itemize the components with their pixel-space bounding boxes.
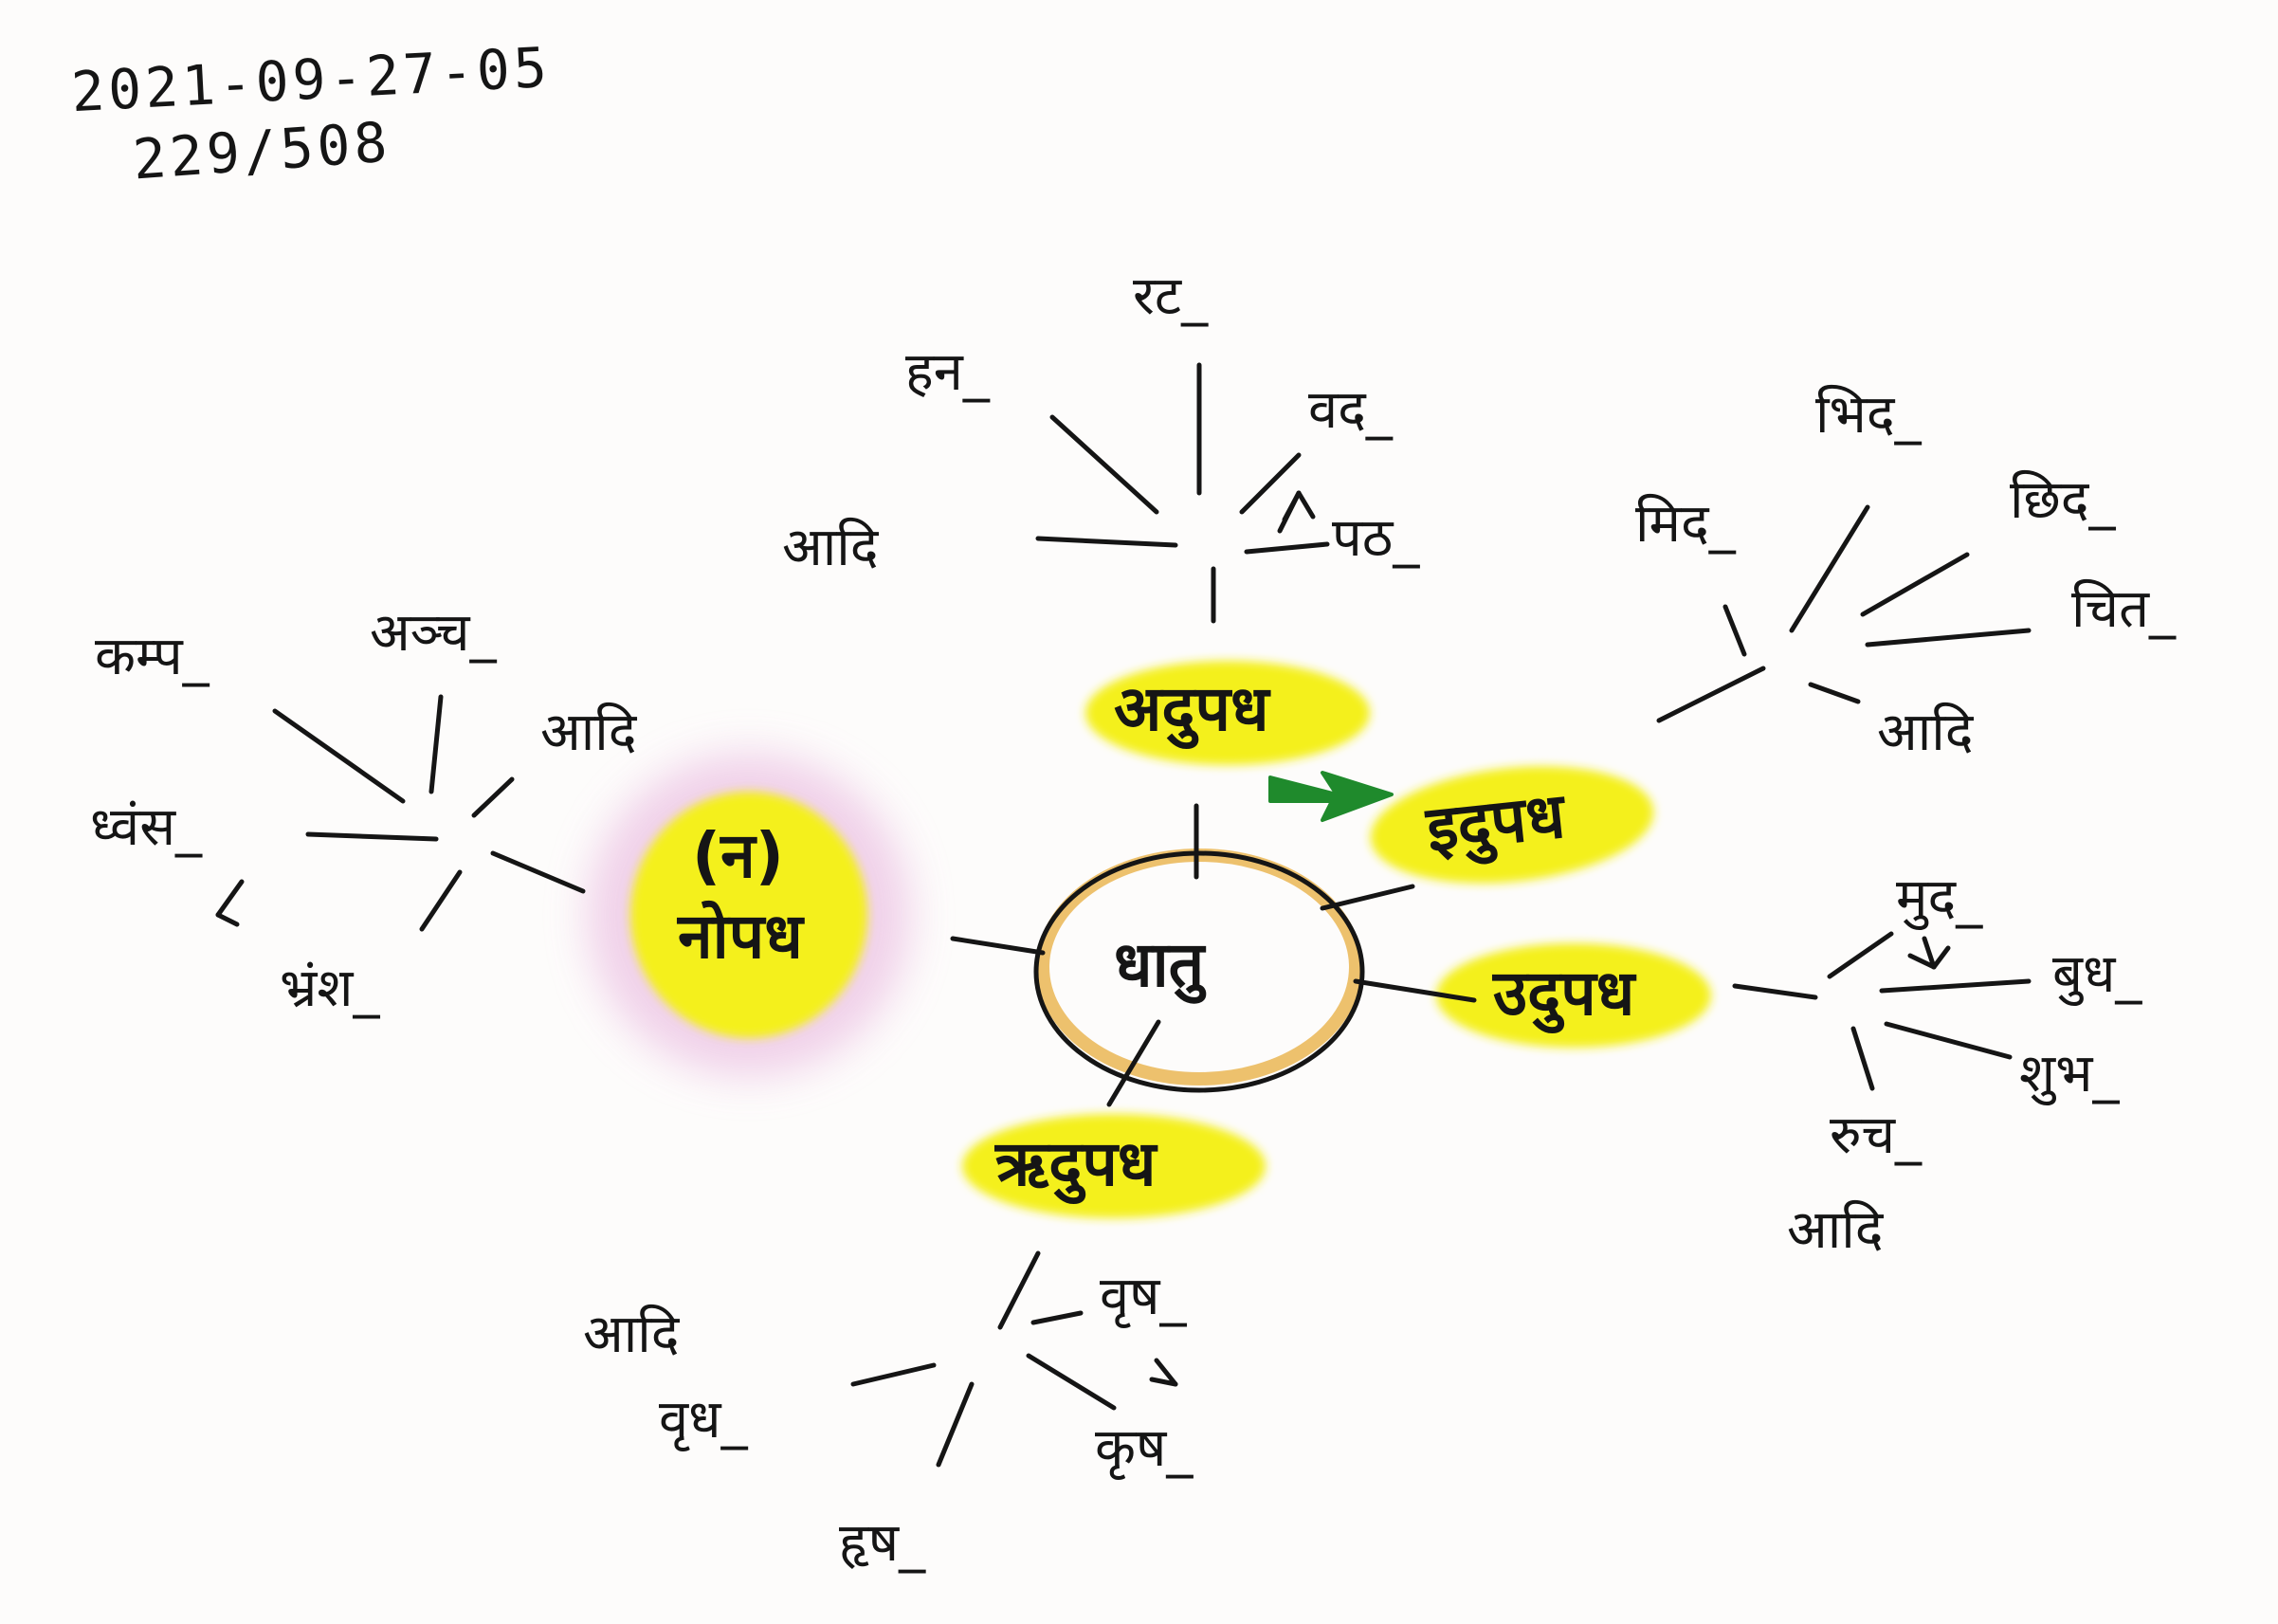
rdupadha-spokes (850, 1250, 1178, 1468)
udupadha-spokes (1732, 931, 2032, 1091)
rdupadha-leaf-krsh: कृष_ (1095, 1417, 1194, 1479)
nopadha-node-prefix: (न) (692, 819, 784, 892)
udupadha-leaf-budh: बुध_ (2052, 943, 2142, 1005)
udupadha-leaf-shubh: शुभ_ (2019, 1043, 2120, 1104)
nopadha-spokes (215, 694, 586, 932)
center-label: धातु (1114, 928, 1205, 1001)
udupadha-leaf-mud: मुद_ (1896, 867, 1983, 929)
nopadha-leaf-adi: आदि (540, 702, 637, 763)
header-page: 229/508 (130, 109, 393, 192)
idupadha-highlight (1370, 766, 1654, 884)
idupadha-leaf-chit: चित_ (2071, 578, 2176, 640)
udupadha-leaf-adi: आदि (1787, 1199, 1884, 1261)
udupadha-highlight (1436, 943, 1711, 1048)
adupadha-leaf-path: पठ_ (1332, 507, 1420, 569)
rdupadha-leaf-vrdh: वृध_ (659, 1389, 748, 1451)
nopadha-leaf-dhvams: ध्वंस_ (90, 796, 203, 858)
idupadha-spokes (1656, 504, 2032, 723)
adupadha-leaf-han: हन_ (905, 341, 990, 403)
nopadha-leaf-anch: अञ्च_ (370, 602, 497, 664)
nopadha-leaf-kamp: कम्प_ (95, 626, 210, 687)
udupadha-node: उदुपध (1493, 957, 1635, 1030)
nopadha-node: नोपध (678, 900, 803, 973)
green-arrow (1268, 771, 1394, 822)
udupadha-leaf-ruch: रुच_ (1830, 1104, 1923, 1166)
adupadha-highlight (1085, 661, 1370, 765)
idupadha-leaf-adi: आदि (1877, 702, 1974, 763)
rdupadha-highlight (962, 1114, 1266, 1218)
idupadha-leaf-mid: मिद_ (1635, 493, 1736, 555)
nopadha-leaf-bhrams: भ्रंश_ (280, 958, 380, 1019)
connector-lines (950, 803, 1477, 1107)
adupadha-leaf-vad: वद_ (1308, 379, 1393, 441)
center-ring (1033, 850, 1365, 1093)
rdupadha-leaf-hrsh: हृष_ (839, 1512, 926, 1574)
idupadha-node: इदुपध (1423, 778, 1569, 867)
rdupadha-node: ऋदुपध (995, 1127, 1157, 1200)
nopadha-highlight (630, 792, 867, 1038)
adupadha-spokes (1035, 362, 1330, 624)
adupadha-leaf-adi: आदि (782, 517, 879, 578)
idupadha-leaf-chhid: छिद_ (2010, 469, 2116, 531)
rdupadha-leaf-adi: आदि (583, 1304, 680, 1365)
idupadha-leaf-bhid: भिद_ (1815, 384, 1922, 446)
rdupadha-leaf-vrsh: वृष_ (1100, 1266, 1187, 1327)
adupadha-node: अदुपध (1114, 672, 1269, 745)
adupadha-leaf-rat: रट_ (1133, 265, 1209, 327)
